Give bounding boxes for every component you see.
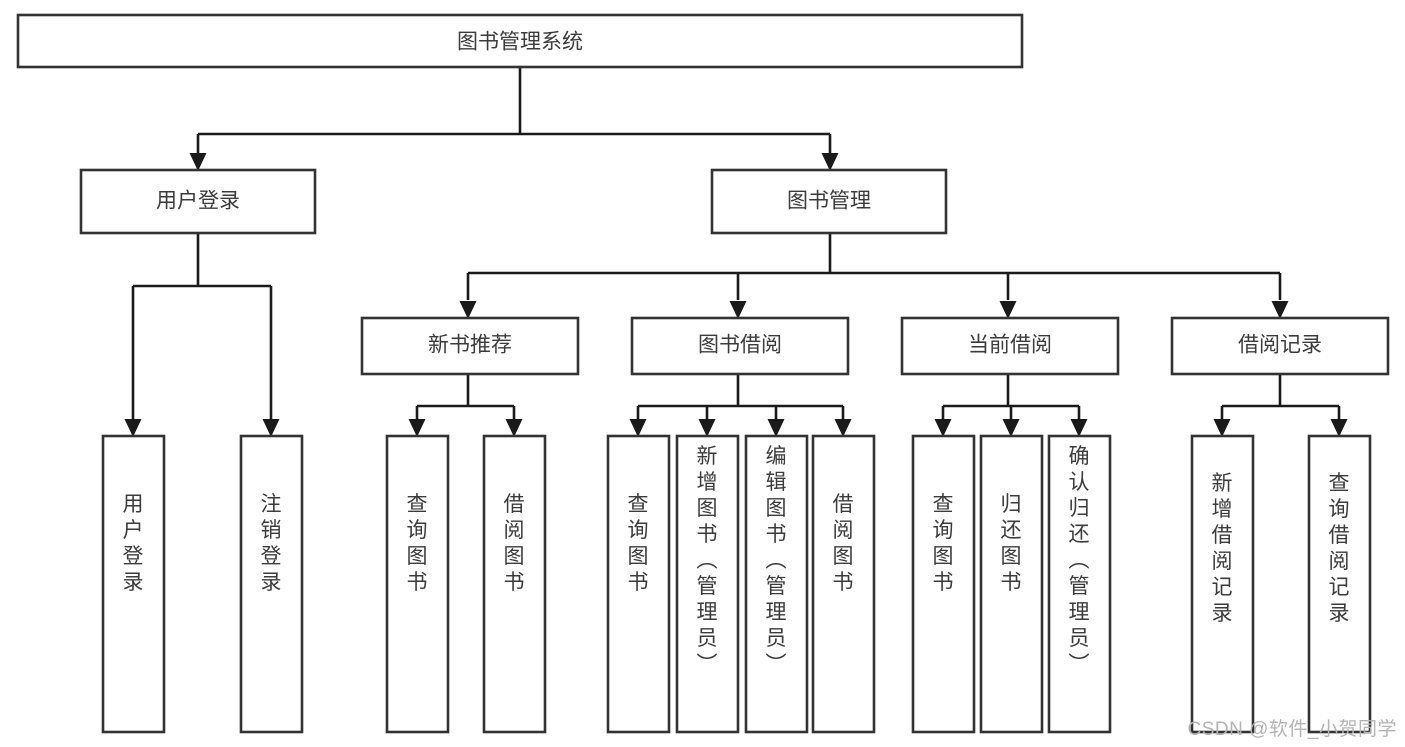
node-new-book-recommend[interactable]: 新书推荐 [360,316,580,376]
leaf-box[interactable] [911,434,976,734]
arrow-icon-root-to-user-login [189,153,207,171]
arrow-icon-bm-to-new-book [459,301,477,319]
arrow-icon-br-leaf-2 [1330,419,1348,437]
leaf-box[interactable] [979,434,1044,734]
leaf-label: 借阅图书 [504,493,525,594]
leaf-box[interactable] [675,434,740,734]
arrow-icon-nb-leaf-2 [505,419,523,437]
leaf-node-current-return[interactable]: 归还图书 [979,434,1044,734]
leaf-label: 归还图书 [1001,493,1022,594]
connector-group-root [189,68,839,171]
connector-group-user-login [124,233,280,437]
leaf-node-records-query[interactable]: 查询借阅记录 [1307,434,1372,734]
arrow-icon-cb-leaf-1 [934,419,952,437]
connector-group-borrow-records [1213,374,1348,437]
node-user-login-label: 用户登录 [156,190,240,213]
node-book-management-label: 图书管理 [787,190,871,213]
node-book-borrow-box[interactable] [630,316,850,376]
node-current-borrow-label: 当前借阅 [968,334,1052,357]
leaf-label: 查询图书 [407,493,428,594]
node-book-borrow-label: 图书借阅 [698,334,782,357]
node-user-login-box[interactable] [79,168,317,235]
leaf-node-borrow-borrow-book[interactable]: 借阅图书 [811,434,876,734]
arrow-icon-ul-leaf-1 [124,419,142,437]
leaf-box[interactable] [385,434,450,734]
arrow-icon-bb-leaf-4 [834,419,852,437]
node-root-book-management-system[interactable]: 图书管理系统 [16,13,1024,69]
node-new-book-recommend-box[interactable] [360,316,580,376]
leaf-box[interactable] [239,434,304,734]
leaf-box[interactable] [744,434,809,734]
arrow-icon-bb-leaf-1 [629,419,647,437]
arrow-icon-br-leaf-1 [1213,419,1231,437]
arrow-icon-bb-leaf-3 [767,419,785,437]
leaf-label: 查询借阅记录 [1329,472,1350,625]
leaf-label: 新增借阅记录 [1212,472,1233,625]
arrow-icon-bm-to-records [1271,301,1289,319]
node-user-login[interactable]: 用户登录 [79,168,317,235]
leaf-node-user-login-logout[interactable]: 注销登录 [239,434,304,734]
connector-group-new-book [408,374,523,437]
connector-group-book-borrow [629,374,852,437]
leaf-label: 编辑图书︵管理员︶ [766,445,787,676]
leaf-label: 新增图书︵管理员︶ [697,445,718,676]
leaf-node-borrow-query[interactable]: 查询图书 [606,434,671,734]
leaf-label: 用户登录 [123,493,144,594]
leaf-box[interactable] [482,434,547,734]
arrow-icon-bb-leaf-2 [698,419,716,437]
node-borrow-records[interactable]: 借阅记录 [1170,316,1390,376]
leaf-box[interactable] [1190,434,1255,734]
leaf-node-records-add[interactable]: 新增借阅记录 [1190,434,1255,734]
leaf-node-new-book-query[interactable]: 查询图书 [385,434,450,734]
node-current-borrow-box[interactable] [900,316,1120,376]
leaf-node-current-confirm-return-admin[interactable]: 确认归还︵管理员︶ [1047,434,1112,734]
leaf-node-new-book-borrow[interactable]: 借阅图书 [482,434,547,734]
node-book-management-box[interactable] [710,168,948,235]
node-borrow-records-box[interactable] [1170,316,1390,376]
leaf-box[interactable] [606,434,671,734]
connector-group-current-borrow [934,374,1088,437]
node-current-borrow[interactable]: 当前借阅 [900,316,1120,376]
leaf-label: 查询图书 [933,493,954,594]
leaf-node-current-query[interactable]: 查询图书 [911,434,976,734]
node-root-box[interactable] [16,13,1024,69]
arrow-icon-bm-to-current [999,301,1017,319]
node-book-borrow[interactable]: 图书借阅 [630,316,850,376]
node-root-label: 图书管理系统 [457,31,583,54]
leaf-node-user-login-login[interactable]: 用户登录 [101,434,166,734]
arrow-icon-cb-leaf-2 [1002,419,1020,437]
leaf-label: 借阅图书 [833,493,854,594]
leaf-box[interactable] [101,434,166,734]
leaf-label: 确认归还︵管理员︶ [1069,445,1090,676]
leaf-node-borrow-edit-book-admin[interactable]: 编辑图书︵管理员︶ [744,434,809,734]
leaf-box[interactable] [1047,434,1112,734]
leaf-box[interactable] [1307,434,1372,734]
leaf-box[interactable] [811,434,876,734]
node-book-management[interactable]: 图书管理 [710,168,948,235]
arrow-icon-ul-leaf-2 [262,419,280,437]
node-borrow-records-label: 借阅记录 [1238,334,1322,357]
arrow-icon-cb-leaf-3 [1070,419,1088,437]
leaf-label: 注销登录 [261,493,282,594]
node-new-book-recommend-label: 新书推荐 [428,334,512,357]
connector-group-book-manage [459,233,1289,319]
arrow-icon-root-to-book-manage [821,153,839,171]
leaf-label: 查询图书 [628,493,649,594]
arrow-icon-bm-to-borrow [729,301,747,319]
leaf-node-borrow-add-book-admin[interactable]: 新增图书︵管理员︶ [675,434,740,734]
arrow-icon-nb-leaf-1 [408,419,426,437]
